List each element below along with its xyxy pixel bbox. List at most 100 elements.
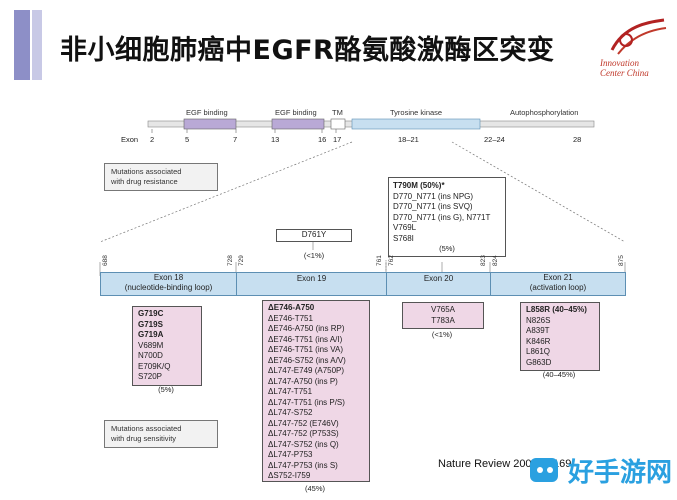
- logo-line1: Innovation: [600, 58, 639, 68]
- title-accent-bar: [14, 10, 30, 80]
- mutation-item: ΔL747-T751: [268, 387, 313, 396]
- logo-line2: Center China: [600, 68, 649, 78]
- watermark-logo-icon: [530, 458, 558, 482]
- position-label: 762: [388, 255, 395, 266]
- domain-tyrosine-kinase: Tyrosine kinase: [390, 108, 443, 117]
- exon-20-name: Exon 20: [423, 274, 454, 283]
- note-drug-sensitivity: Mutations associated with drug sensitivi…: [104, 420, 218, 448]
- position-label: 728: [227, 255, 234, 266]
- exon-20-mutations-box: V765A T783A: [402, 302, 484, 329]
- position-label: 875: [618, 255, 625, 266]
- mutation-item: D770_N771 (ins NPG): [393, 191, 474, 201]
- logo-swoosh-icon: [610, 18, 667, 55]
- title-accent-bar-light: [32, 10, 42, 80]
- egf-domain-1: [183, 118, 237, 130]
- note-line: with drug resistance: [111, 177, 178, 186]
- exon-19-segment: Exon 19: [236, 272, 387, 296]
- exon-18-name: Exon 18: [153, 273, 184, 282]
- exon-21-mutations-box: L858R (40–45%) N826S A839T K846R L861Q G…: [520, 302, 600, 371]
- mutation-item: S768I: [393, 233, 414, 243]
- mutation-bold: ΔE746-A750: [268, 303, 315, 312]
- note-line: Mutations associated: [111, 424, 182, 433]
- mutation-item: V689M: [138, 340, 164, 350]
- position-label: 729: [238, 255, 245, 266]
- logo-text: Innovation Center China: [600, 58, 649, 78]
- exon-tick: 28: [573, 135, 582, 144]
- exon-19-name: Exon 19: [296, 274, 327, 283]
- mutation-item: V769L: [393, 223, 417, 232]
- mutation-item: ΔE746-T751 (ins VA): [268, 345, 344, 354]
- zoom-line-left: [99, 141, 353, 243]
- mutation-item: ΔL747-P753: [268, 450, 313, 459]
- mutation-bold: L858R (40–45%): [526, 305, 587, 314]
- mutation-item: V765A: [430, 305, 456, 314]
- exon-19-percent: (45%): [304, 484, 325, 493]
- domain-tm: TM: [332, 108, 343, 117]
- exon-scale-label: Exon: [121, 135, 139, 144]
- note-line: Mutations associated: [111, 167, 182, 176]
- mutation-item: ΔL747-S752: [268, 408, 313, 417]
- mutation-item: E709K/Q: [138, 361, 171, 371]
- mutation-item: ΔE746-A750 (ins RP): [268, 324, 345, 333]
- domain-egf-binding-1: EGF binding: [186, 108, 228, 117]
- watermark-text: 好手游网: [568, 458, 673, 488]
- position-label: 823: [480, 255, 487, 266]
- zoom-line-right: [451, 141, 626, 243]
- mutation-item: L861Q: [526, 347, 551, 356]
- mutation-item: ΔL747-E749 (A750P): [268, 366, 345, 375]
- mutation-item: K846R: [526, 336, 551, 346]
- position-label: 824: [492, 255, 499, 266]
- exon-19-mutations-box: ΔE746-A750 ΔE746-T751 ΔE746-A750 (ins RP…: [262, 300, 370, 482]
- exon-18-percent: (5%): [158, 385, 174, 394]
- mutation-bold: G719A: [138, 330, 164, 339]
- exon-tick: 7: [233, 135, 238, 144]
- exon-20-percent: (<1%): [431, 330, 453, 339]
- mutation-item: ΔE746-T751 (ins A/I): [268, 334, 343, 344]
- exon-20-segment: Exon 20: [386, 272, 491, 296]
- exon-tick: 16: [318, 135, 327, 144]
- exon-tick: 5: [185, 135, 190, 144]
- tm-domain: [330, 118, 346, 130]
- mutation-item: N700D: [138, 351, 163, 360]
- mutation-d761y: D761Y: [301, 230, 327, 239]
- slide-title: 非小细胞肺癌中EGFR酪氨酸激酶区突变: [60, 35, 555, 66]
- exon-tick: 2: [150, 135, 155, 144]
- mutation-item: ΔL747-S752 (ins Q): [268, 439, 339, 449]
- mutation-item: T783A: [431, 315, 455, 325]
- domain-autophosphorylation: Autophosphorylation: [510, 108, 579, 117]
- mutation-item: ΔL747-752 (E746V): [268, 418, 339, 428]
- mutation-item: ΔE746-S752 (ins A/V): [268, 355, 346, 365]
- d761y-box: D761Y: [276, 229, 352, 242]
- mutation-bold: G719C: [138, 309, 164, 318]
- exon-18-sub: (nucleotide-binding loop): [124, 283, 213, 292]
- exon-tick: 22–24: [484, 135, 505, 144]
- egf-domain-2: [271, 118, 325, 130]
- note-line: with drug sensitivity: [111, 434, 177, 443]
- exon-21-percent: (40–45%): [542, 370, 576, 379]
- mutation-item: ΔL747-T751 (ins P/S): [268, 397, 345, 407]
- mutation-t790m: T790M (50%)*: [393, 181, 445, 190]
- note-drug-resistance: Mutations associated with drug resistanc…: [104, 163, 218, 191]
- exon-18-mutations-box: G719C G719S G719A V689M N700D E709K/Q S7…: [132, 306, 202, 386]
- exon-21-sub: (activation loop): [529, 283, 587, 292]
- mutation-item: ΔL747-752 (P753S): [268, 429, 339, 438]
- mutation-bold: G719S: [138, 319, 163, 329]
- resistance-mutations-box: T790M (50%)* D770_N771 (ins NPG) D770_N7…: [388, 177, 506, 257]
- mutation-item: A839T: [526, 326, 550, 335]
- tk-domain: [351, 118, 481, 130]
- mutation-item: N826S: [526, 315, 551, 325]
- mutation-item: D770_N771 (ins SVQ): [393, 202, 473, 211]
- d761y-percent: (<1%): [303, 251, 325, 260]
- watermark: 好手游网: [526, 448, 672, 494]
- mutation-item: ΔS752-I759: [268, 471, 311, 480]
- position-label: 761: [376, 255, 383, 266]
- mutation-item: ΔL747-A750 (ins P): [268, 376, 338, 386]
- mutation-item: ΔL747-P753 (ins S): [268, 460, 338, 470]
- resistance-percent: (5%): [439, 244, 455, 253]
- mutation-item: D770_N771 (ins G), N771T: [393, 212, 491, 222]
- exon-tick: 13: [271, 135, 280, 144]
- mutation-item: G863D: [526, 357, 552, 367]
- exon-21-segment: Exon 21 (activation loop): [490, 272, 626, 296]
- title-bar: [0, 0, 677, 92]
